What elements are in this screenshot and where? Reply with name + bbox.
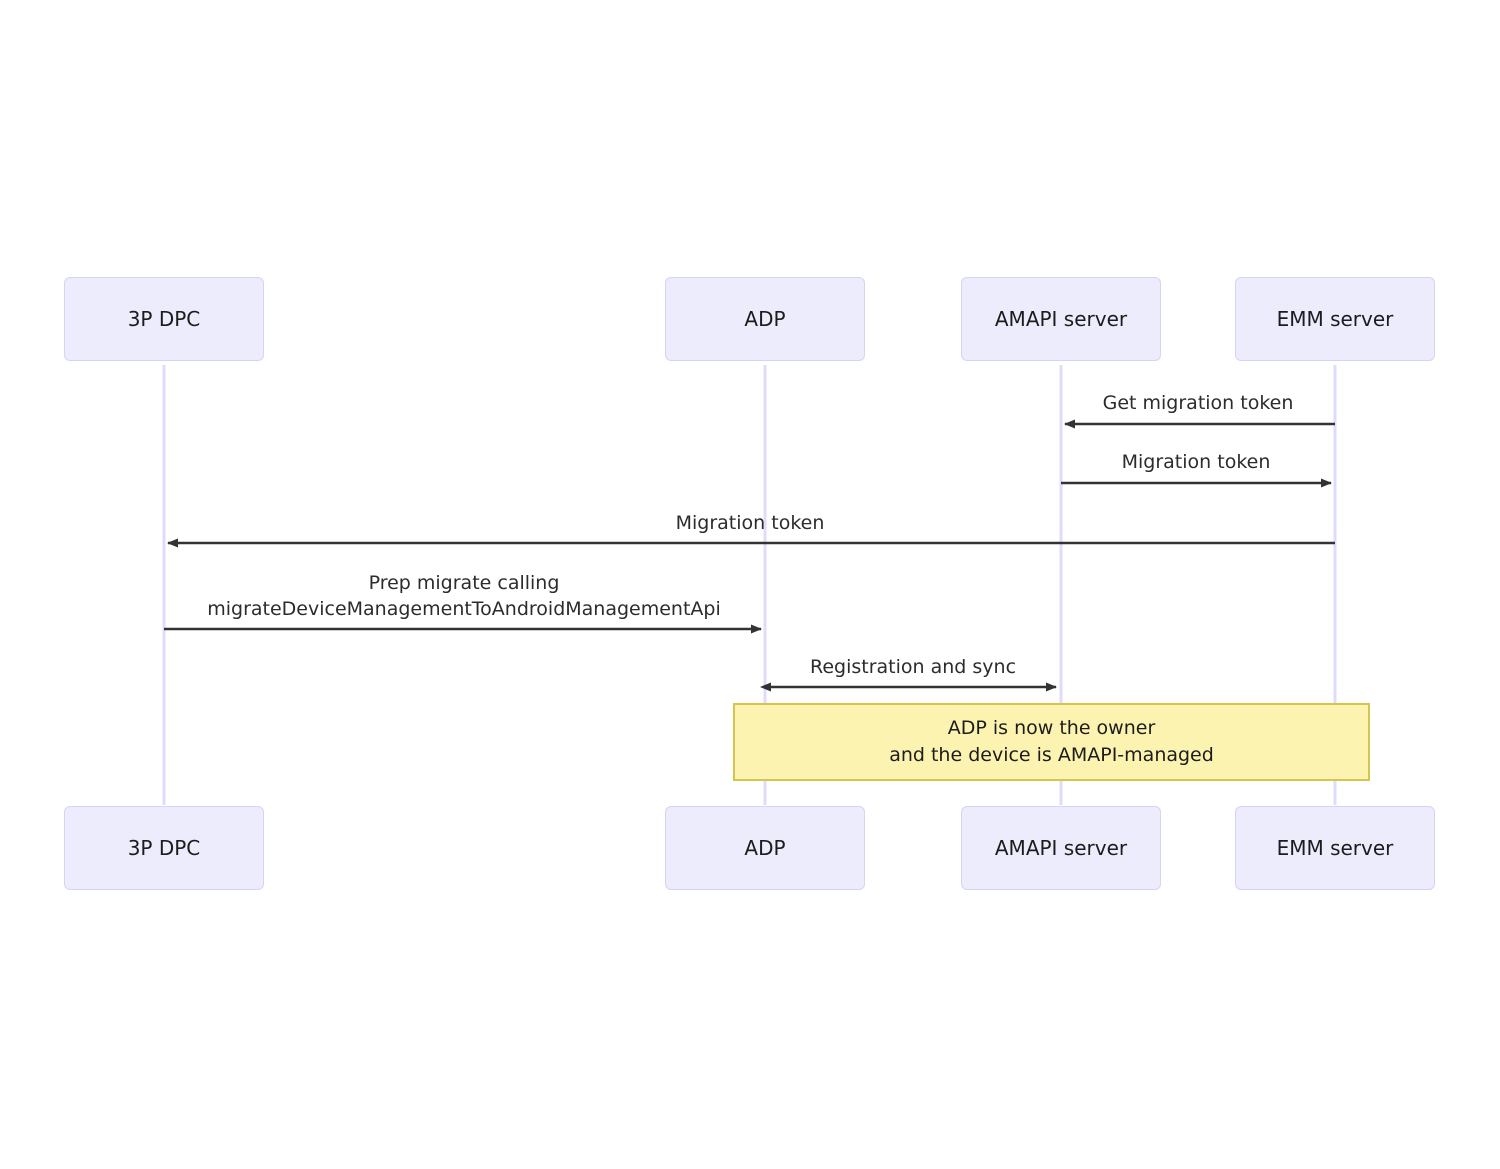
participant-label-adp-bottom: ADP [744, 836, 786, 860]
participant-box-top-emm[interactable]: EMM server [1235, 277, 1435, 361]
message-label-migration-token-to-dpc: Migration token [675, 512, 825, 534]
participant-label-amapi-bottom: AMAPI server [994, 836, 1128, 860]
participant-box-bottom-emm[interactable]: EMM server [1235, 806, 1435, 890]
participant-label-dpc: 3P DPC [127, 307, 201, 331]
message-label-get-migration-token: Get migration token [1102, 392, 1294, 414]
participant-box-bottom-amapi[interactable]: AMAPI server [961, 806, 1161, 890]
message-label-registration-and-sync: Registration and sync [809, 656, 1017, 678]
participant-box-top-dpc[interactable]: 3P DPC [64, 277, 264, 361]
participant-label-dpc-bottom: 3P DPC [127, 836, 201, 860]
participant-box-bottom-dpc[interactable]: 3P DPC [64, 806, 264, 890]
note-text: ADP is now the owner and the device is A… [889, 717, 1214, 766]
participant-label-amapi: AMAPI server [994, 307, 1128, 331]
message-arrows [164, 419, 1335, 692]
message-label-migration-token-to-emm: Migration token [1121, 451, 1271, 473]
participant-box-top-adp[interactable]: ADP [665, 277, 865, 361]
participant-box-bottom-adp[interactable]: ADP [665, 806, 865, 890]
participant-label-emm: EMM server [1276, 307, 1394, 331]
participant-box-top-amapi[interactable]: AMAPI server [961, 277, 1161, 361]
participant-label-adp: ADP [744, 307, 786, 331]
participant-label-emm-bottom: EMM server [1276, 836, 1394, 860]
note-adp-owner: ADP is now the owner and the device is A… [733, 703, 1370, 781]
message-label-prep-migrate: Prep migrate calling migrateDeviceManage… [207, 572, 721, 620]
